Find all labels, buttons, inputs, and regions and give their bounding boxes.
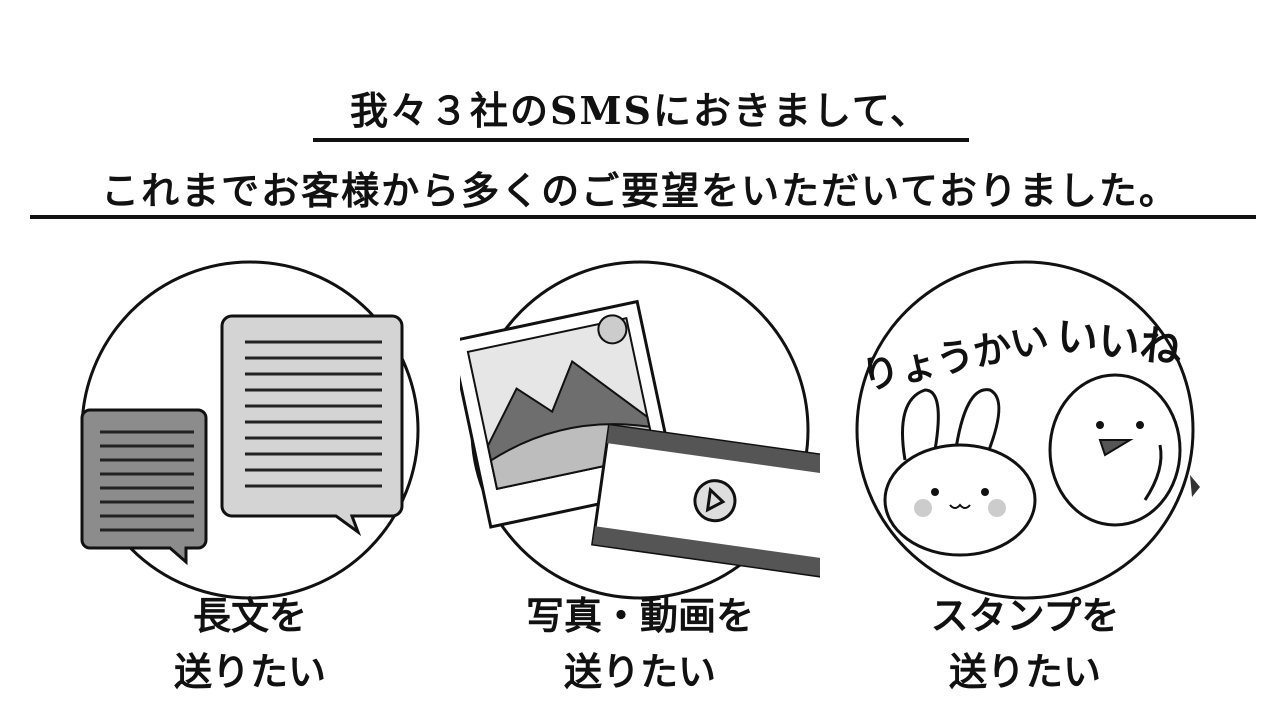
headline-line-1: 我々３社のSMSにおきまして、	[350, 88, 930, 133]
stickers-icon: りょうかい いいね	[855, 260, 1200, 600]
label-line-1: 写真・動画を	[525, 593, 754, 638]
feature-stickers: りょうかい いいね スタンプを 送りたい	[845, 260, 1205, 720]
headline-line-2: これまでお客様から多くのご要望をいただいておりました。	[101, 168, 1179, 213]
label-line-1: 長文を	[192, 593, 307, 638]
photo-video-icon	[460, 260, 820, 600]
label-line-2: 送りたい	[948, 649, 1101, 694]
headline-underline-1	[313, 138, 969, 142]
label-line-2: 送りたい	[563, 649, 716, 694]
speech-bubbles-icon	[80, 260, 420, 600]
label-line-2: 送りたい	[173, 649, 326, 694]
label-line-1: スタンプを	[930, 593, 1120, 638]
headline-underline-2	[30, 215, 1256, 219]
feature-label: 長文を 送りたい	[70, 588, 430, 700]
feature-label: スタンプを 送りたい	[845, 588, 1205, 700]
feature-photo-video: 写真・動画を 送りたい	[460, 260, 820, 720]
feature-label: 写真・動画を 送りたい	[460, 588, 820, 700]
feature-long-text: 長文を 送りたい	[70, 260, 430, 720]
